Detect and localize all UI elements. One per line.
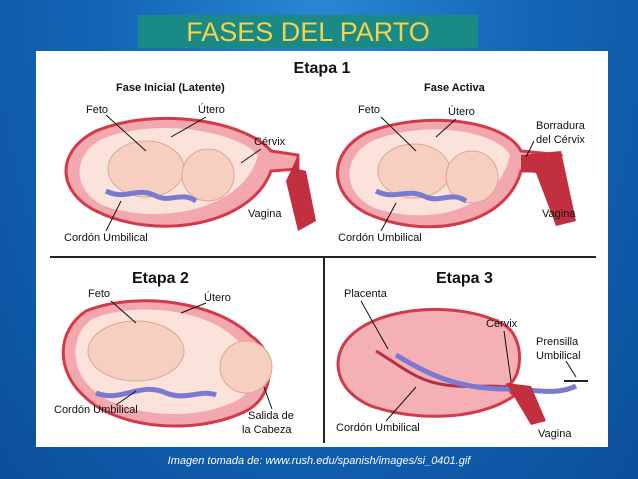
stage3-cervix-label: Cérvix	[486, 318, 518, 330]
stage1-left-cordon-pointer	[105, 200, 122, 232]
stage3-prensilla-pointer	[565, 360, 577, 378]
stage1-left-utero-pointer	[170, 116, 207, 138]
image-source-caption: Imagen tomada de: www.rush.edu/spanish/i…	[167, 455, 471, 467]
stage3-figure	[336, 307, 588, 425]
stage3-placenta-pointer	[360, 300, 389, 350]
stage1-heading: Etapa 1	[294, 60, 351, 77]
stage1-right-cordon-label: Cordón Umbilical	[338, 232, 422, 244]
stage1-left-figure	[64, 116, 316, 231]
stage2-utero-label: Útero	[204, 291, 231, 304]
slide-title: FASES DEL PARTO	[138, 15, 478, 48]
stage2-heading: Etapa 2	[132, 270, 189, 287]
stage3-prensilla-label-1: Prensilla	[536, 336, 579, 348]
stage3-cordon-label: Cordón Umbilical	[336, 422, 420, 434]
stage1-right-cordon-pointer	[380, 202, 397, 232]
stage1-right-vagina-label: Vagina	[542, 208, 576, 220]
stage3-placenta-label: Placenta	[344, 288, 388, 300]
stage1-right-borradura-label-2: del Cérvix	[536, 134, 585, 146]
stage2-salida-pointer	[263, 386, 273, 410]
stage1-left-cervix-label: Cérvix	[254, 136, 286, 148]
labor-stages-illustration: Etapa 1 Fase Inicial (Latente) Feto Úter…	[36, 51, 608, 447]
stage3-vagina-label: Vagina	[538, 428, 572, 440]
stage1-right-figure	[336, 118, 576, 229]
stage1-right-feto-label: Feto	[358, 104, 380, 116]
stage3-cordon-pointer	[385, 386, 417, 422]
stage2-utero-pointer	[180, 302, 207, 314]
stage1-right-borradura-label-1: Borradura	[536, 120, 586, 132]
stage1-right-utero-label: Útero	[448, 105, 475, 118]
stage3-prensilla-label-2: Umbilical	[536, 350, 581, 362]
stage1-left-cervix-pointer	[240, 148, 262, 164]
stage2-cordon-pointer	[115, 390, 137, 406]
stage1-left-phase: Fase Inicial (Latente)	[116, 82, 225, 94]
stage3-cervix-pointer	[503, 330, 512, 382]
stage2-salida-label-1: Salida de	[248, 410, 294, 422]
stage2-salida-label-2: la Cabeza	[242, 424, 292, 436]
stage1-right-utero-pointer	[435, 118, 457, 138]
stage1-right-phase: Fase Activa	[424, 82, 486, 94]
stage2-feto-pointer	[110, 300, 137, 324]
stage2-cordon-label: Cordón Umbilical	[54, 404, 138, 416]
stage1-left-utero-label: Útero	[198, 103, 225, 116]
stage1-left-cordon-label: Cordón Umbilical	[64, 232, 148, 244]
stage1-left-feto-label: Feto	[86, 104, 108, 116]
stage2-figure	[61, 299, 273, 428]
stage1-right-feto-pointer	[380, 116, 417, 152]
illustration-svg: Etapa 1 Fase Inicial (Latente) Feto Úter…	[50, 60, 596, 443]
stage1-left-feto-pointer	[105, 114, 147, 152]
stage2-feto-label: Feto	[88, 288, 110, 300]
stage1-right-borradura-pointer	[525, 140, 535, 158]
stage1-left-vagina-label: Vagina	[248, 208, 282, 220]
stage3-heading: Etapa 3	[436, 270, 493, 287]
